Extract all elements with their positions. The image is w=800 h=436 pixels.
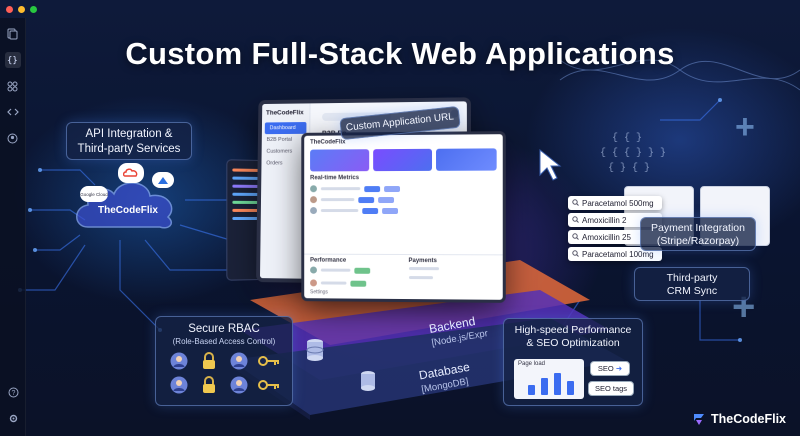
settings-icon[interactable] [5, 410, 21, 426]
metric-card[interactable] [310, 149, 369, 171]
metric-card[interactable] [373, 149, 433, 171]
user-icon [168, 376, 190, 394]
front-logo: TheCodeFlix [304, 134, 503, 149]
key-icon [258, 352, 280, 370]
crm-sync-card: Third-party CRM Sync [634, 267, 750, 301]
extensions-icon[interactable] [5, 78, 21, 94]
svg-text:{ { }: { { } [612, 132, 642, 144]
user-icon [228, 376, 250, 394]
api-integration-card: API Integration & Third-party Services [66, 122, 192, 160]
search-suggestion-label: Amoxicillin 2 [582, 216, 626, 225]
database-icon [306, 338, 324, 362]
api-line2: Third-party Services [67, 142, 191, 157]
lock-icon [198, 376, 220, 394]
page-load-bar [528, 385, 535, 395]
settings-nav-item[interactable]: Settings [310, 289, 396, 296]
search-suggestion-label: Paracetamol 500mg [582, 199, 654, 208]
close-window-button[interactable] [6, 6, 13, 13]
svg-text:{ } { }: { } { } [608, 162, 650, 174]
performance-card: High-speed Performance & SEO Optimizatio… [503, 318, 643, 406]
dashboard-nav-dashboard[interactable]: Dashboard [265, 122, 307, 134]
metric-cards [304, 148, 503, 171]
performance-panel: Performance Settings [304, 254, 402, 299]
page-load-bar [541, 378, 548, 395]
cursor-icon [540, 150, 560, 180]
payments-panel: Payments [403, 254, 503, 300]
arrow-right-icon: ➜ [616, 364, 622, 373]
table-row[interactable] [304, 183, 503, 195]
azure-icon [152, 172, 174, 188]
rbac-icon-grid [156, 352, 292, 394]
help-icon[interactable]: ? [5, 384, 21, 400]
window-controls [6, 6, 37, 13]
payment-line1: Payment Integration [641, 222, 755, 235]
search-suggestion-item[interactable]: Paracetamol 500mg [568, 196, 662, 210]
search-icon [572, 233, 579, 242]
thecodeflix-logo-icon [692, 412, 706, 426]
svg-text:{ { { } } }: { { { } } } [600, 147, 666, 159]
page-load-bar [567, 381, 574, 395]
code-icon[interactable] [5, 104, 21, 120]
dashboard-logo: TheCodeFlix [262, 103, 310, 122]
svg-text:?: ? [11, 390, 15, 397]
search-icon [572, 216, 579, 225]
lock-icon [198, 352, 220, 370]
dashboard-window-front: TheCodeFlix Real-time Metrics Performanc… [301, 131, 506, 303]
search-icon [572, 250, 579, 259]
google-cloud-label: Google Cloud [80, 192, 108, 197]
dashboard-footer-panels: Performance Settings Payments [304, 254, 503, 300]
gcp-icon [118, 163, 144, 183]
footer-brand-label: TheCodeFlix [711, 412, 786, 426]
payment-line2: (Stripe/Razorpay) [641, 235, 755, 248]
crm-line1: Third-party [635, 272, 749, 285]
page-load-chart: Page load [514, 359, 584, 399]
user-icon [228, 352, 250, 370]
google-cloud-icon: Google Cloud [80, 186, 108, 202]
perf-line1: High-speed Performance [504, 324, 642, 337]
page-load-label: Page load [518, 361, 545, 367]
seo-pill: SEO ➜ [590, 361, 630, 376]
search-suggestion-label: Amoxicillin 25 [582, 233, 631, 242]
maximize-window-button[interactable] [30, 6, 37, 13]
key-icon [258, 376, 280, 394]
user-icon [168, 352, 190, 370]
account-icon[interactable] [5, 130, 21, 146]
rbac-title: Secure RBAC [156, 323, 292, 335]
minimize-window-button[interactable] [18, 6, 25, 13]
perf-line2: & SEO Optimization [504, 337, 642, 350]
api-line1: API Integration & [67, 127, 191, 142]
plus-decoration-icon: + [735, 110, 755, 144]
cloud-brand-label: TheCodeFlix [78, 205, 178, 216]
front-heading: Real-time Metrics [304, 171, 503, 184]
database-icon [360, 370, 376, 392]
payment-integration-card: Payment Integration (Stripe/Razorpay) [640, 217, 756, 251]
search-suggestions: Paracetamol 500mgAmoxicillin 2Amoxicilli… [568, 196, 646, 268]
footer-brand: TheCodeFlix [692, 412, 786, 426]
metric-card[interactable] [436, 148, 496, 170]
table-row[interactable] [304, 205, 503, 216]
activity-sidebar: {} ? [0, 18, 26, 436]
hero-title: Custom Full-Stack Web Applications [0, 36, 800, 72]
rbac-card: Secure RBAC (Role-Based Access Control) [155, 316, 293, 406]
seo-pill-label: SEO [598, 364, 614, 373]
search-suggestion-label: Paracetamol 100mg [582, 250, 654, 259]
crm-line2: CRM Sync [635, 285, 749, 298]
rbac-subtitle: (Role-Based Access Control) [156, 337, 292, 346]
table-row[interactable] [304, 194, 503, 205]
seo-tags-pill: SEO tags [588, 381, 634, 396]
search-icon [572, 199, 579, 208]
page-load-bar [554, 373, 561, 395]
